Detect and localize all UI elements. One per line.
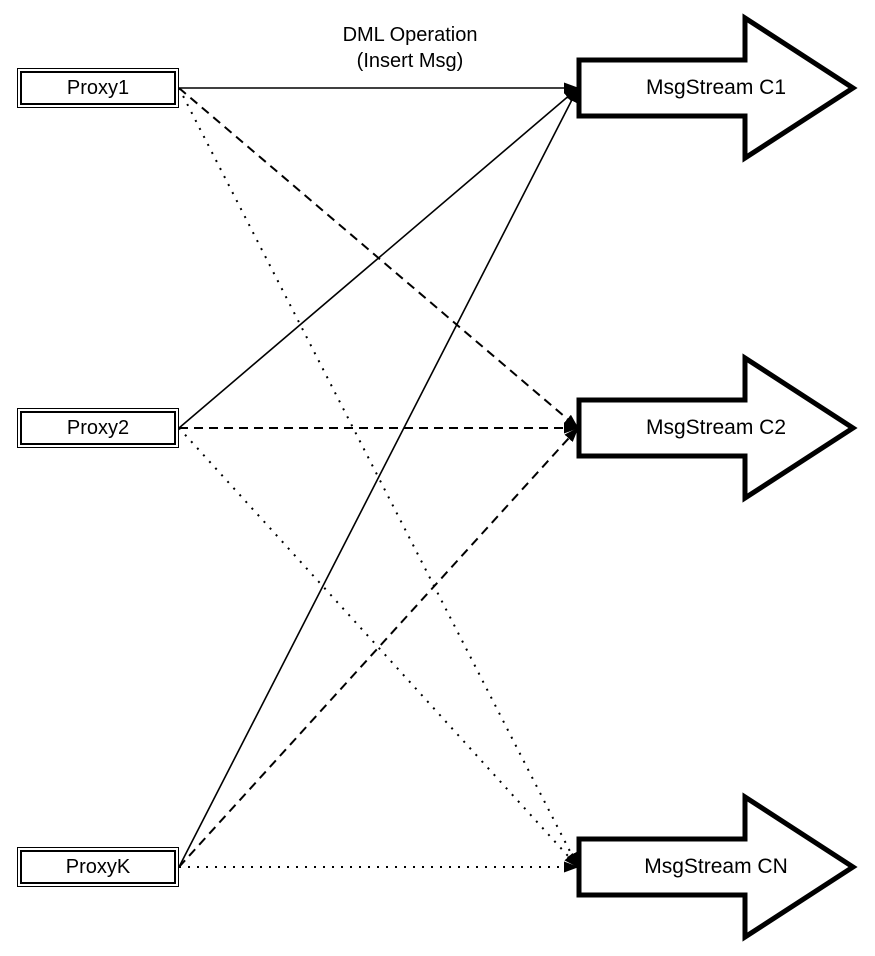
dml-operation-caption-line2: (Insert Msg)	[356, 50, 464, 72]
edge-proxy2-c1	[178, 87, 579, 429]
msgstream-cn-arrow	[576, 792, 858, 942]
proxyK-box: ProxyK	[17, 847, 179, 887]
proxyK-label: ProxyK	[65, 855, 131, 878]
msgstream-c1-arrow	[576, 13, 858, 163]
proxy2-label: Proxy2	[66, 416, 130, 439]
edge-proxyK-c1	[178, 87, 579, 868]
edge-proxyK-c2	[178, 427, 579, 868]
proxy2-box: Proxy2	[17, 408, 179, 448]
edge-group	[178, 82, 579, 873]
edge-proxy2-cn	[178, 427, 579, 868]
proxy1-box: Proxy1	[17, 68, 179, 108]
dml-operation-caption: DML Operation (Insert Msg)	[285, 22, 535, 74]
proxy1-label: Proxy1	[66, 76, 130, 99]
msgstream-c2-arrow	[576, 353, 858, 503]
dml-operation-caption-line1: DML Operation	[342, 24, 478, 46]
edge-proxy1-cn	[178, 87, 579, 868]
